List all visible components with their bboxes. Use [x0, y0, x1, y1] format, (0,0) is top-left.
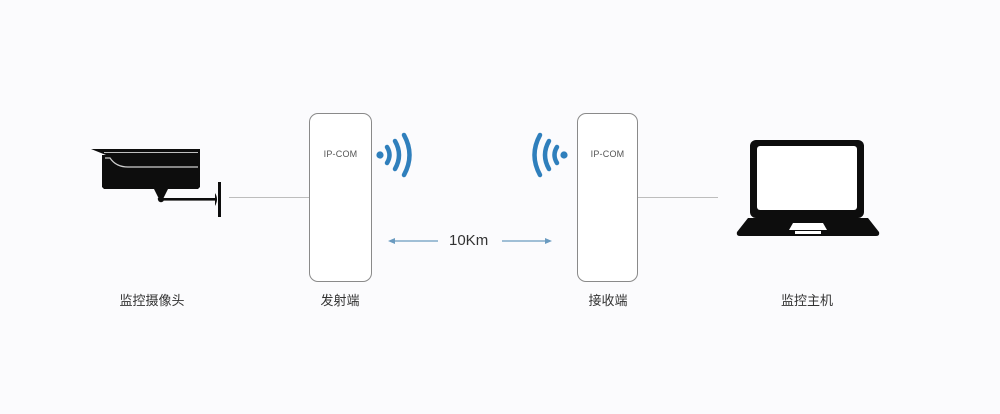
transmitter-brand: IP-COM — [323, 149, 358, 159]
distance-label: 10Km — [449, 232, 489, 249]
transmitter-device: IP-COM — [309, 113, 372, 282]
receiver-device: IP-COM — [577, 113, 638, 282]
receiver-label: 接收端 — [588, 294, 628, 309]
right-arrow-icon — [502, 238, 552, 244]
wifi-signal-icon — [532, 132, 568, 178]
camera-label: 监控摄像头 — [119, 294, 185, 309]
camera-transmitter-link — [229, 197, 310, 198]
left-arrow-icon — [388, 238, 438, 244]
laptop-icon — [736, 140, 880, 236]
host-label: 监控主机 — [780, 294, 833, 309]
wifi-signal-icon — [376, 132, 412, 178]
transmitter-label: 发射端 — [320, 294, 360, 309]
receiver-brand: IP-COM — [590, 149, 625, 159]
receiver-host-link — [638, 197, 718, 198]
surveillance-camera-icon — [91, 149, 221, 217]
